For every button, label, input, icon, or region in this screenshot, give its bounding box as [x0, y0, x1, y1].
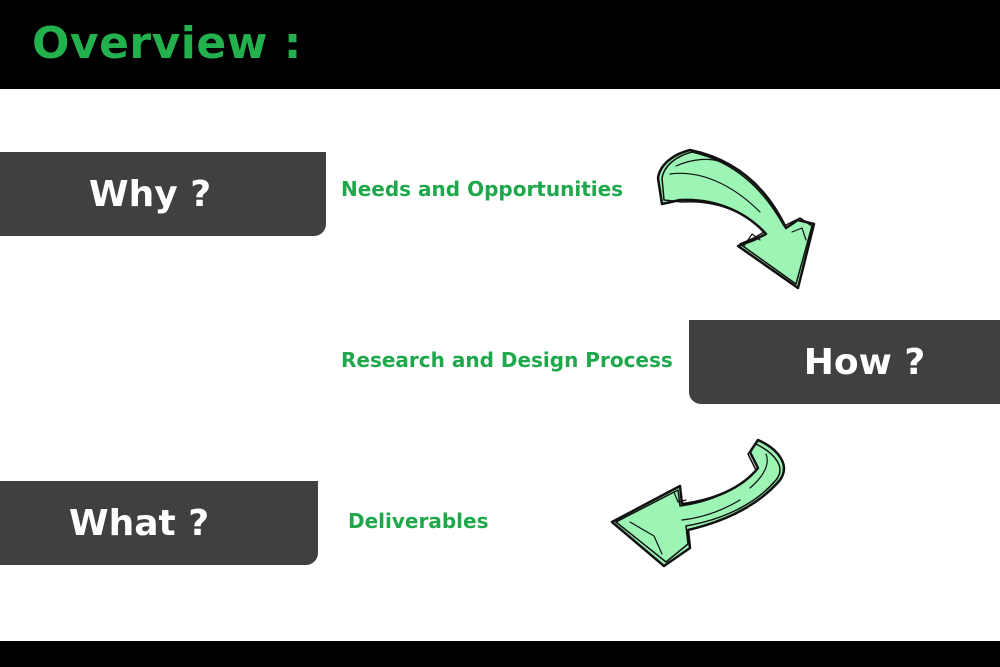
how-label: How ? — [803, 341, 926, 383]
curved-arrow-down-left-icon — [610, 438, 786, 568]
why-box: Why ? — [0, 152, 326, 236]
why-label: Why ? — [88, 173, 212, 215]
what-box: What ? — [0, 481, 318, 565]
how-box: How ? — [689, 320, 1000, 404]
footer-bar — [0, 641, 1000, 667]
curved-arrow-down-right-icon — [656, 148, 816, 290]
header-bar: Overview : — [0, 0, 1000, 89]
page-title: Overview : — [32, 18, 302, 69]
what-label: What ? — [68, 502, 210, 544]
why-caption: Needs and Opportunities — [341, 177, 624, 201]
what-caption: Deliverables — [348, 509, 489, 533]
how-caption: Research and Design Process — [341, 348, 673, 372]
